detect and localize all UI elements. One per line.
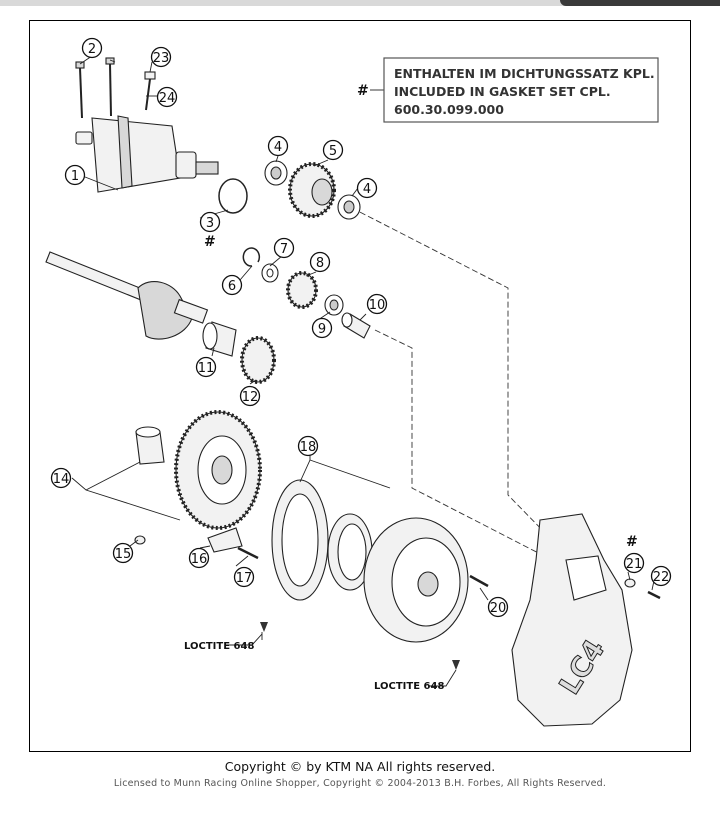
- hash-marker-note: #: [357, 83, 369, 99]
- svg-text:10: 10: [369, 298, 386, 313]
- seal-ring-18: [271, 479, 329, 601]
- loctite-label-left: LOCTITE 648: [184, 641, 254, 652]
- callout-2: 2: [81, 37, 103, 59]
- svg-text:6: 6: [228, 279, 236, 294]
- top-bar-tab: [560, 0, 720, 6]
- copyright-line: Copyright © by KTM NA All rights reserve…: [224, 759, 496, 774]
- svg-text:4: 4: [274, 140, 282, 155]
- bearing-9: [324, 294, 344, 316]
- callout-9: 9: [311, 317, 333, 339]
- screw-22: [647, 590, 661, 600]
- nut-23: [144, 71, 156, 111]
- callout-22: 22: [650, 565, 672, 587]
- gear-12: [240, 336, 276, 384]
- svg-text:24: 24: [159, 91, 176, 106]
- bushing-11: [202, 321, 237, 357]
- callout-5: 5: [322, 139, 344, 161]
- callout-4-a: 4: [267, 135, 289, 157]
- callout-21: 21: [623, 552, 645, 574]
- freewheel-18: [327, 513, 373, 591]
- callout-18: 18: [297, 435, 319, 457]
- callout-23: 23: [150, 46, 172, 68]
- loctite-label-right: LOCTITE 648: [374, 681, 444, 692]
- washer-7: [261, 263, 279, 283]
- callout-6: 6: [221, 274, 243, 296]
- o-ring-3: [218, 178, 248, 214]
- svg-text:22: 22: [653, 570, 670, 585]
- callout-8: 8: [309, 251, 331, 273]
- svg-text:18: 18: [300, 440, 317, 455]
- callout-12: 12: [239, 385, 261, 407]
- callout-4-b: 4: [356, 177, 378, 199]
- crankshaft: [45, 251, 209, 340]
- ignition-cover: LC4: [511, 513, 633, 727]
- svg-text:21: 21: [626, 557, 643, 572]
- screw-20: [469, 574, 489, 588]
- leader-lines: [71, 55, 656, 687]
- svg-text:4: 4: [363, 182, 371, 197]
- callout-7: 7: [273, 237, 295, 259]
- top-bar: [0, 0, 720, 6]
- screw-2-b: [105, 57, 115, 117]
- svg-text:1: 1: [71, 169, 79, 184]
- callout-10: 10: [366, 293, 388, 315]
- svg-text:12: 12: [242, 390, 259, 405]
- needle-bearing-14: [135, 426, 165, 465]
- callout-11: 11: [195, 356, 217, 378]
- circlip-6: [242, 247, 261, 267]
- svg-text:17: 17: [236, 571, 253, 586]
- svg-text:23: 23: [153, 51, 170, 66]
- svg-text:15: 15: [115, 547, 132, 562]
- loctite-tip-right: [452, 660, 460, 670]
- svg-text:9: 9: [318, 322, 326, 337]
- bearing-4-left: [264, 160, 288, 186]
- callout-3: 3: [199, 211, 221, 233]
- callout-1: 1: [64, 164, 86, 186]
- svg-text:8: 8: [316, 256, 324, 271]
- gasket-note-line3: 600.30.099.000: [394, 102, 504, 117]
- screw-17: [237, 546, 259, 560]
- lever-16: [207, 527, 243, 553]
- license-line: Licensed to Munn Racing Online Shopper, …: [113, 778, 607, 789]
- bearing-4-right: [337, 194, 361, 220]
- svg-text:5: 5: [329, 144, 337, 159]
- gasket-note-line2: INCLUDED IN GASKET SET CPL.: [394, 84, 611, 99]
- hash-marker-21: #: [626, 534, 638, 550]
- callout-20: 20: [487, 596, 509, 618]
- assembly-line-lower: [374, 329, 553, 561]
- callout-17: 17: [233, 566, 255, 588]
- svg-text:16: 16: [191, 552, 208, 567]
- gasket-note: ENTHALTEN IM DICHTUNGSSATZ KPL. INCLUDED…: [383, 57, 659, 123]
- gear-8: [286, 271, 318, 309]
- gasket-note-line1: ENTHALTEN IM DICHTUNGSSATZ KPL.: [394, 66, 655, 81]
- callout-16: 16: [188, 547, 210, 569]
- washer-21: [624, 578, 636, 588]
- svg-text:7: 7: [280, 242, 288, 257]
- hash-marker-3: #: [204, 234, 216, 250]
- svg-text:20: 20: [490, 601, 507, 616]
- starter-motor: [75, 115, 219, 193]
- starter-gear-14: [174, 410, 262, 530]
- pin-15: [134, 535, 146, 545]
- rotor-flywheel: [363, 517, 469, 643]
- callout-24: 24: [156, 86, 178, 108]
- screw-2-a: [75, 61, 85, 119]
- svg-text:14: 14: [53, 472, 70, 487]
- shaft-10: [341, 312, 371, 339]
- svg-text:11: 11: [198, 361, 215, 376]
- gear-5: [288, 162, 336, 218]
- svg-text:2: 2: [88, 42, 96, 57]
- svg-text:3: 3: [206, 216, 214, 231]
- callout-14: 14: [50, 467, 72, 489]
- callout-15: 15: [112, 542, 134, 564]
- loctite-tip-left: [260, 622, 268, 632]
- assembly-line-upper: [351, 207, 553, 541]
